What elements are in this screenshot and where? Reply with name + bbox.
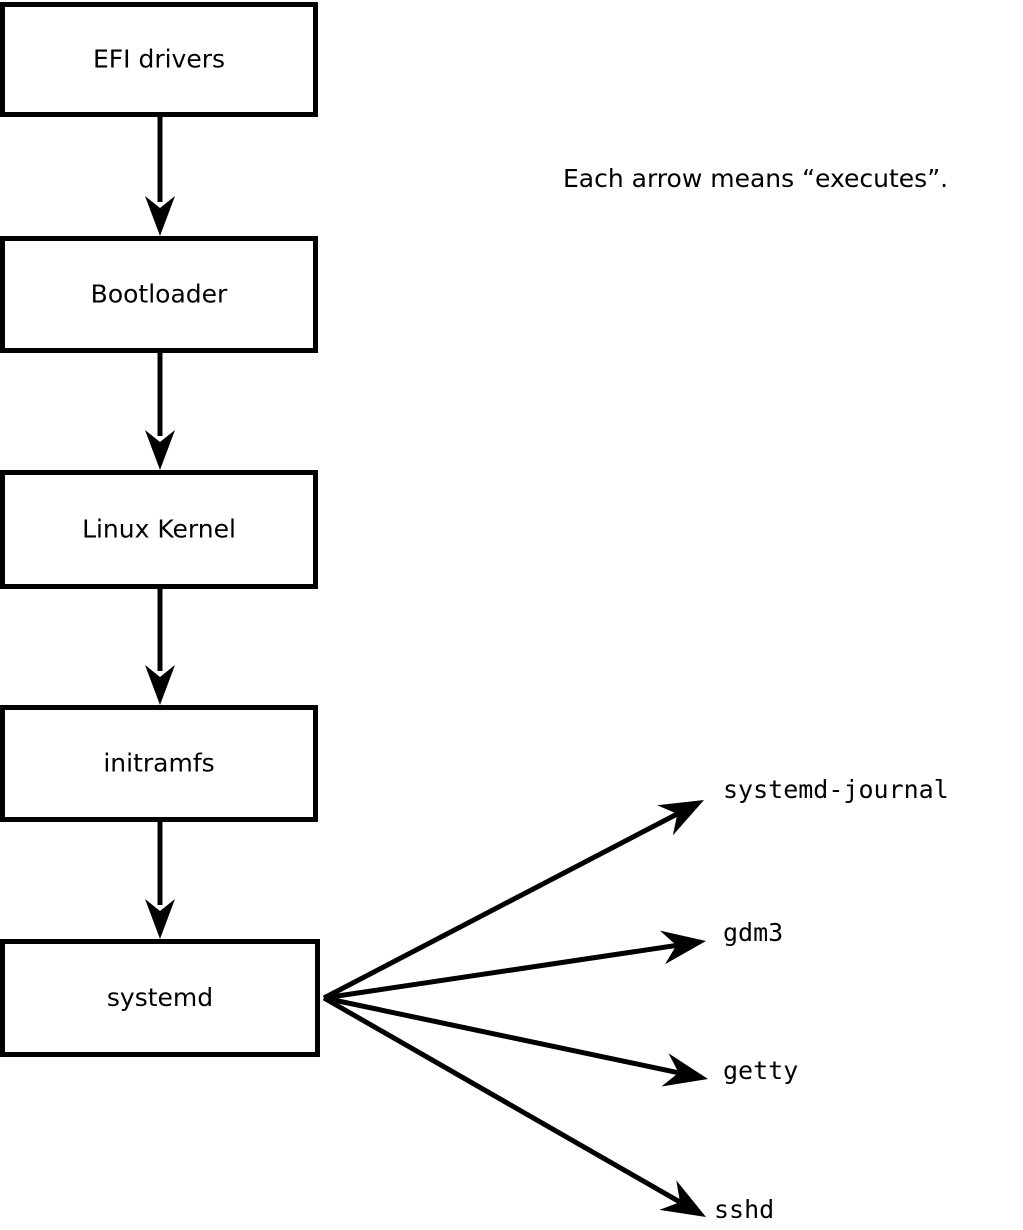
fanout-arrow-head-systemd-journal [657, 800, 704, 836]
service-label-gdm3: gdm3 [723, 918, 783, 947]
node-box-efi-drivers[interactable] [0, 2, 318, 117]
node-bootloader[interactable]: Bootloader [0, 236, 318, 353]
node-box-bootloader[interactable] [0, 236, 318, 353]
fanout-arrow-head-sshd [659, 1180, 706, 1217]
fanout-arrow-head-getty [661, 1053, 708, 1087]
service-label-systemd-journal: systemd-journal [723, 775, 949, 804]
chain-edge-group [145, 117, 175, 939]
node-label-systemd: systemd [107, 983, 213, 1012]
chain-arrow-head [145, 665, 175, 705]
diagram-caption: Each arrow means “executes”. [563, 164, 948, 193]
service-label-sshd: sshd [714, 1195, 774, 1224]
fanout-label-group: systemd-journal gdm3 getty sshd [714, 775, 949, 1224]
node-label-initramfs: initramfs [103, 749, 214, 778]
chain-arrow-head [145, 899, 175, 939]
node-efi-drivers[interactable]: EFI drivers [0, 2, 318, 117]
node-label-linux-kernel: Linux Kernel [82, 515, 236, 544]
fanout-edge-group [322, 800, 708, 1217]
chain-arrow-head [145, 196, 175, 236]
node-systemd[interactable]: systemd [0, 939, 320, 1057]
chain-arrow-head [145, 430, 175, 470]
fanout-arrow-shaft-systemd-journal [322, 811, 679, 1001]
node-label-bootloader: Bootloader [91, 280, 228, 309]
fanout-arrow-shaft-gdm3 [323, 942, 677, 1001]
fanout-arrow-head-gdm3 [659, 930, 706, 965]
fanout-arrow-shaft-getty [323, 995, 680, 1076]
node-box-initramfs[interactable] [0, 705, 318, 822]
node-box-systemd[interactable] [0, 939, 320, 1057]
fanout-arrow-shaft-sshd [322, 995, 682, 1205]
node-linux-kernel[interactable]: Linux Kernel [0, 470, 318, 589]
service-label-getty: getty [723, 1056, 798, 1085]
node-box-linux-kernel[interactable] [0, 470, 318, 589]
node-label-efi-drivers: EFI drivers [93, 45, 225, 74]
node-initramfs[interactable]: initramfs [0, 705, 318, 822]
